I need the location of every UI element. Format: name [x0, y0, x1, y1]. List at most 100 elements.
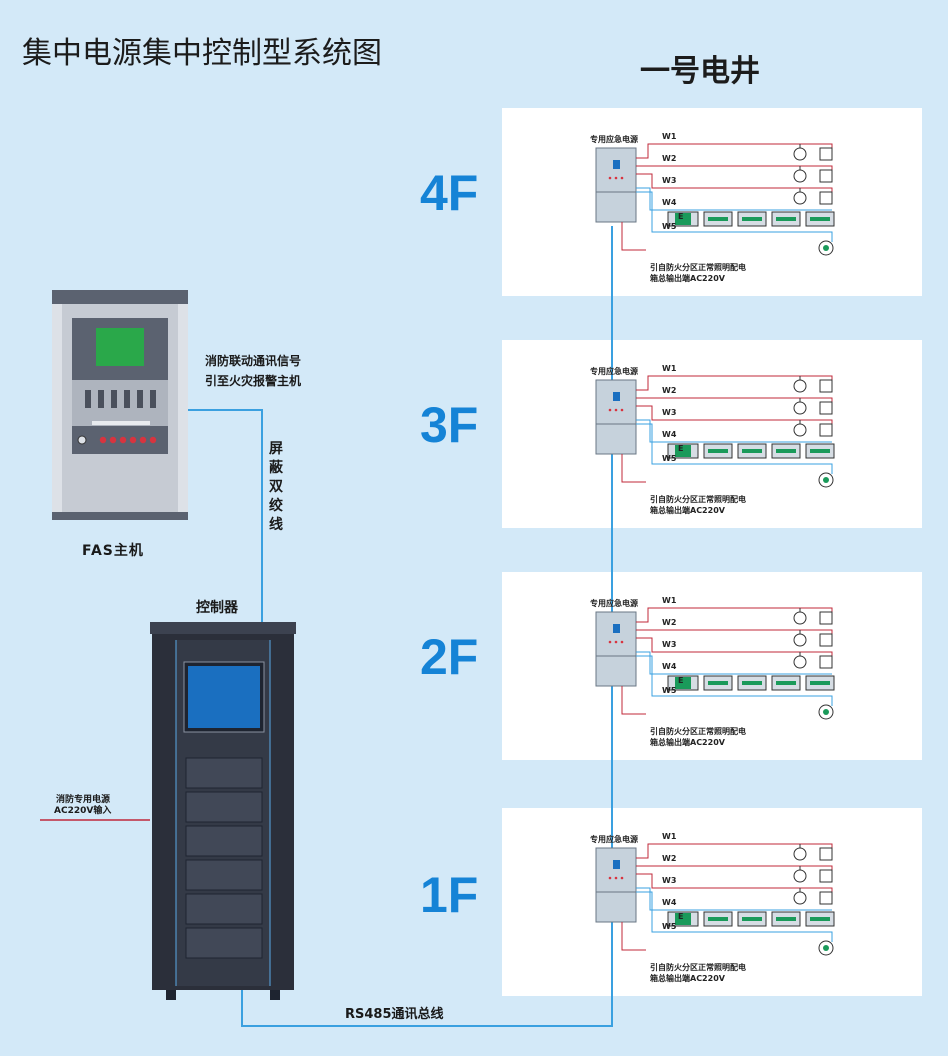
exit-sign-letter: E	[678, 912, 684, 921]
lamp-junction-icon	[819, 379, 833, 393]
eps-led	[614, 640, 618, 644]
twisted-pair-char: 线	[269, 517, 283, 533]
fas-key-switch	[77, 435, 87, 445]
lamp-junction-icon	[819, 611, 833, 625]
eps-label: 专用应急电源	[590, 135, 638, 144]
floor-indicator-dot	[823, 245, 829, 251]
circuit-line-W5	[636, 655, 833, 706]
normal-power-source-line2: 箱总输出端AC220V	[650, 274, 725, 283]
fas-red-button	[99, 436, 107, 444]
eps-led	[620, 176, 624, 180]
exit-arrow-icon	[810, 681, 830, 685]
emergency-lamp-icon	[793, 891, 807, 905]
controller-screen	[188, 666, 260, 728]
controller-top-cap	[150, 622, 296, 634]
fas-screen	[96, 328, 144, 366]
circuit-line-W1	[636, 607, 833, 623]
normal-power-feed	[621, 922, 646, 951]
fas-red-button	[109, 436, 117, 444]
circuit-label-W5: W5	[662, 922, 677, 931]
normal-power-source-line1: 引自防火分区正常照明配电	[650, 263, 746, 272]
circuit-label-W3: W3	[662, 640, 677, 649]
circuit-label-W3: W3	[662, 876, 677, 885]
lamp-junction-icon	[819, 401, 833, 415]
fas-red-button	[129, 436, 137, 444]
eps-display	[613, 624, 620, 633]
lamp-junction-icon	[819, 869, 833, 883]
exit-arrow-icon	[810, 917, 830, 921]
floor-circuit-4F	[595, 143, 835, 256]
twisted-pair-line	[188, 409, 263, 622]
diagram-title: 集中电源集中控制型系统图	[22, 36, 382, 71]
circuit-line-W1	[636, 375, 833, 391]
eps-unit	[595, 611, 637, 687]
exit-arrow-icon	[810, 217, 830, 221]
exit-arrow-icon	[776, 681, 796, 685]
circuit-label-W1: W1	[662, 132, 677, 141]
circuit-line-W4	[636, 887, 832, 911]
exit-arrow-icon	[776, 917, 796, 921]
circuit-label-W2: W2	[662, 386, 677, 395]
lamp-junction-icon	[819, 147, 833, 161]
fas-red-button	[139, 436, 147, 444]
emergency-lamp-icon	[793, 869, 807, 883]
controller-module	[185, 825, 263, 857]
circuit-label-W5: W5	[662, 686, 677, 695]
normal-power-source-line2: 箱总输出端AC220V	[650, 974, 725, 983]
floor-panel-1F	[502, 808, 922, 996]
eps-led	[620, 408, 624, 412]
eps-display	[613, 392, 620, 401]
lamp-junction-icon	[819, 847, 833, 861]
twisted-pair-char: 绞	[269, 498, 283, 514]
emergency-lamp-icon	[793, 379, 807, 393]
normal-power-feed	[621, 222, 646, 251]
eps-label: 专用应急电源	[590, 599, 638, 608]
circuit-line-W5	[636, 191, 833, 242]
circuit-line-W1	[636, 843, 833, 859]
eps-led	[614, 408, 618, 412]
eps-led	[608, 640, 612, 644]
twisted-pair-char: 蔽	[269, 460, 283, 476]
fas-red-button	[119, 436, 127, 444]
power-input-line2: AC220V输入	[54, 806, 112, 816]
signal-note-line1: 消防联动通讯信号	[205, 354, 302, 368]
fas-host-cabinet	[52, 290, 188, 520]
controller-foot-right	[270, 990, 280, 1000]
circuit-label-W4: W4	[662, 430, 677, 439]
exit-arrow-icon	[776, 217, 796, 221]
controller-module	[185, 927, 263, 959]
exit-arrow-icon	[708, 917, 728, 921]
circuit-line-W3	[636, 637, 833, 662]
circuit-label-W4: W4	[662, 898, 677, 907]
twisted-pair-label: 屏 蔽 双 绞 线	[268, 440, 284, 535]
circuit-line-W4	[636, 187, 832, 211]
circuit-label-W4: W4	[662, 198, 677, 207]
eps-unit	[595, 847, 637, 923]
twisted-pair-char: 双	[269, 479, 283, 495]
exit-arrow-icon	[776, 449, 796, 453]
floor-panel-4F	[502, 108, 922, 296]
controller-module	[185, 859, 263, 891]
lamp-junction-icon	[819, 891, 833, 905]
exit-arrow-icon	[810, 449, 830, 453]
fas-base	[52, 512, 188, 520]
circuit-label-W3: W3	[662, 176, 677, 185]
eps-display	[613, 860, 620, 869]
eps-display	[613, 160, 620, 169]
emergency-lamp-icon	[793, 191, 807, 205]
eps-led	[620, 640, 624, 644]
normal-power-feed	[621, 454, 646, 483]
circuit-label-W4: W4	[662, 662, 677, 671]
normal-power-source-line1: 引自防火分区正常照明配电	[650, 495, 746, 504]
controller-foot-left	[166, 990, 176, 1000]
circuit-line-W5	[636, 423, 833, 474]
circuit-label-W2: W2	[662, 154, 677, 163]
exit-arrow-icon	[708, 449, 728, 453]
eps-label: 专用应急电源	[590, 367, 638, 376]
exit-sign-e-icon	[675, 913, 691, 925]
normal-power-source-line1: 引自防火分区正常照明配电	[650, 963, 746, 972]
fas-switch	[98, 390, 104, 408]
eps-unit	[595, 147, 637, 223]
floor-panel-2F	[502, 572, 922, 760]
circuit-line-W3	[636, 173, 833, 198]
